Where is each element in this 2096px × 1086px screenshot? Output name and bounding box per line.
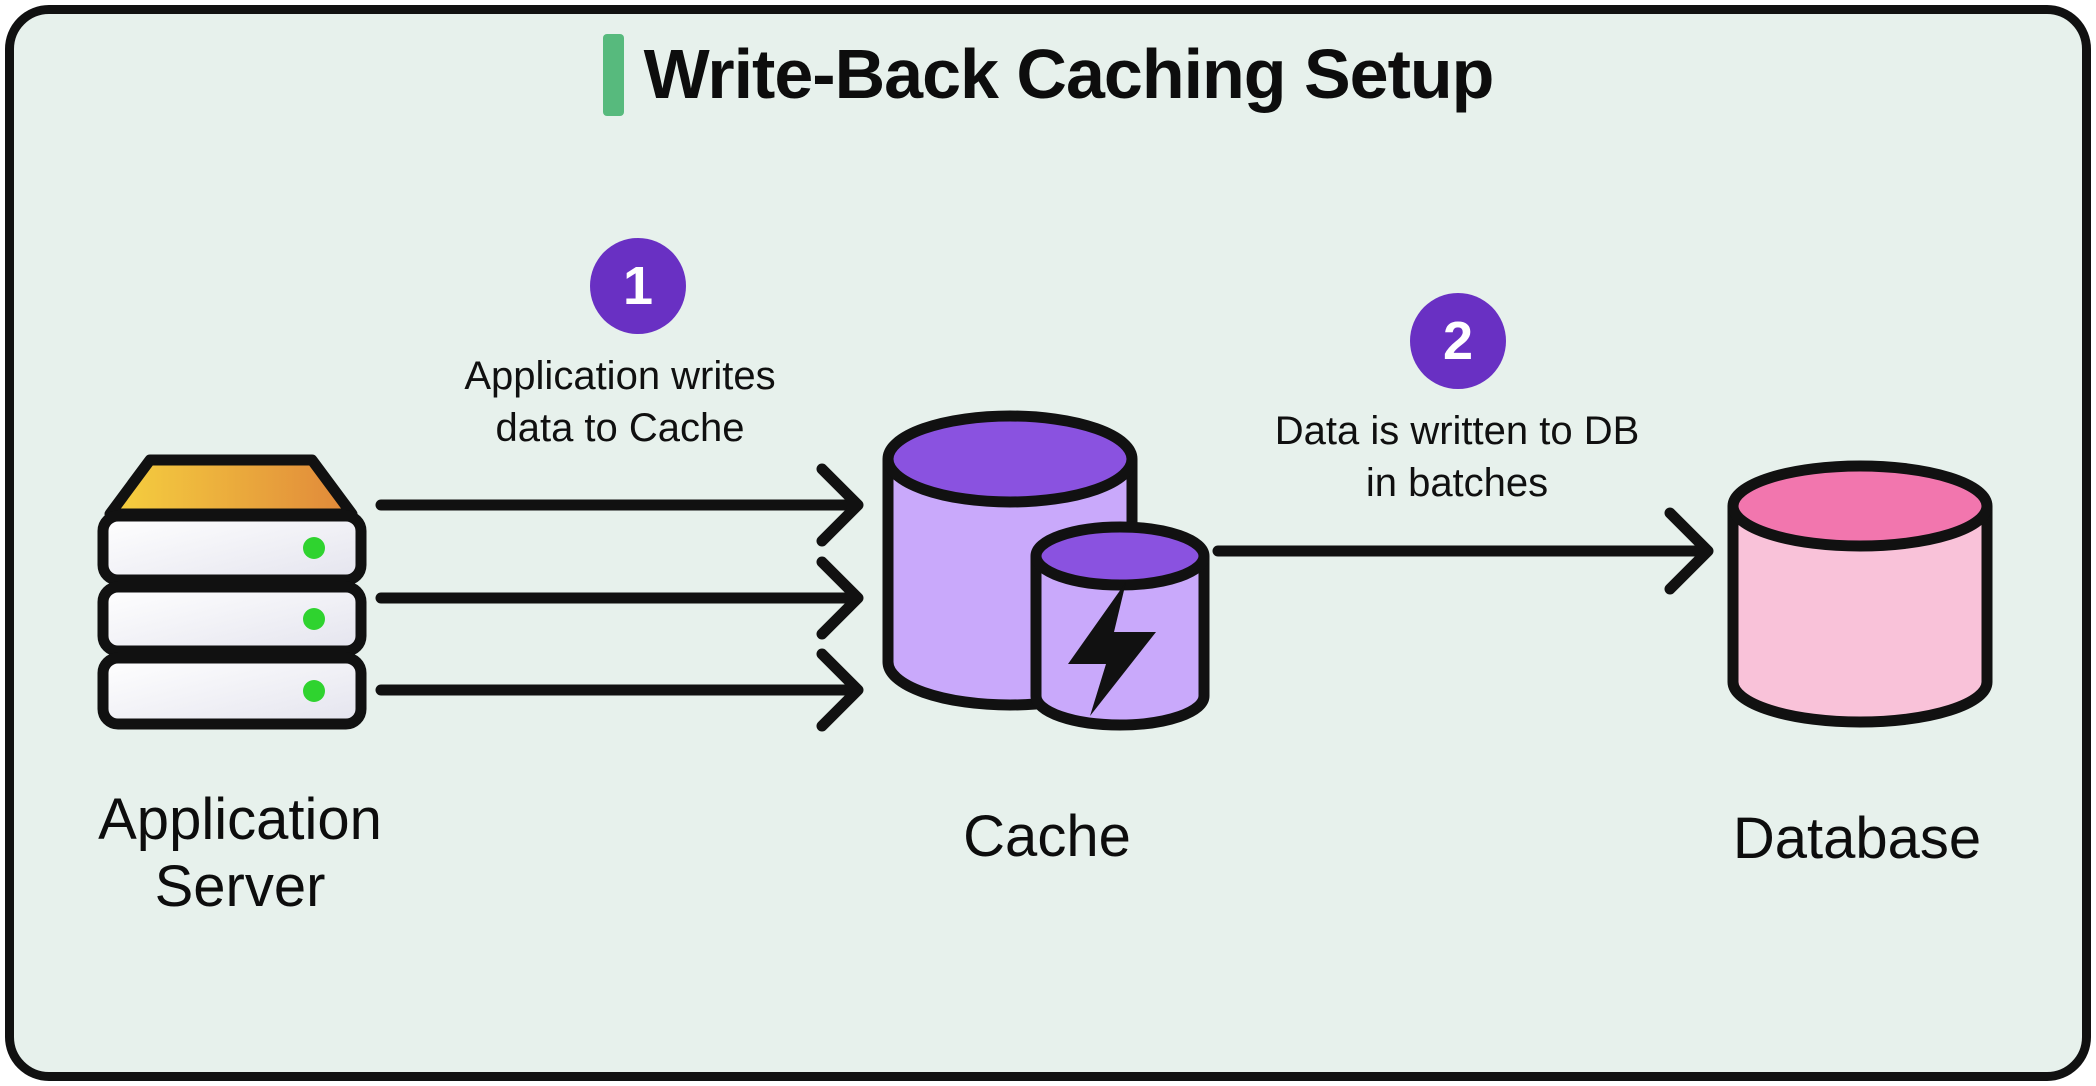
batch-write-arrow xyxy=(1212,507,1714,595)
step-1-badge: 1 xyxy=(590,238,686,334)
cache-label: Cache xyxy=(963,804,1131,869)
write-arrow-3-head xyxy=(816,648,864,732)
batch-arrow-head xyxy=(1664,507,1714,595)
server-row-2 xyxy=(97,581,367,657)
database-icon xyxy=(1727,460,1993,728)
step-2-badge: 2 xyxy=(1410,293,1506,389)
title-row: Write-Back Caching Setup xyxy=(0,34,2096,116)
server-row-3 xyxy=(97,652,367,730)
step-2-note: Data is written to DB in batches xyxy=(1275,405,1640,509)
database-cylinder-top xyxy=(1727,460,1993,552)
write-arrows xyxy=(375,463,864,732)
step-1-note-line1: Application writes xyxy=(464,354,776,398)
write-arrow-2-head xyxy=(816,556,864,640)
step-2-note-line2: in batches xyxy=(1365,461,1549,505)
cache-icon xyxy=(882,410,1210,731)
server-led-1 xyxy=(303,537,325,559)
step-1-note-line2: data to Cache xyxy=(495,406,745,450)
title-accent-bar xyxy=(602,34,624,116)
server-row-1 xyxy=(97,510,367,586)
cache-large-cylinder-top xyxy=(882,410,1138,508)
cache-small-cylinder-top xyxy=(1030,521,1210,591)
database-label: Database xyxy=(1732,806,1982,871)
application-server-label-line2: Server xyxy=(154,854,326,919)
lightning-bolt-icon xyxy=(1068,582,1156,716)
application-server-icon xyxy=(97,454,367,730)
step-1-note: Application writes data to Cache xyxy=(464,350,775,454)
server-led-2 xyxy=(303,608,325,630)
server-led-3 xyxy=(303,680,325,702)
application-server-label: Application Server xyxy=(98,786,382,920)
server-top-trapezoid xyxy=(104,454,358,520)
page-title: Write-Back Caching Setup xyxy=(643,35,1495,114)
step-2-note-line1: Data is written to DB xyxy=(1274,409,1640,453)
write-arrow-1-head xyxy=(816,463,864,547)
application-server-label-line1: Application xyxy=(98,787,382,852)
database-cylinder-body xyxy=(1727,506,1993,728)
